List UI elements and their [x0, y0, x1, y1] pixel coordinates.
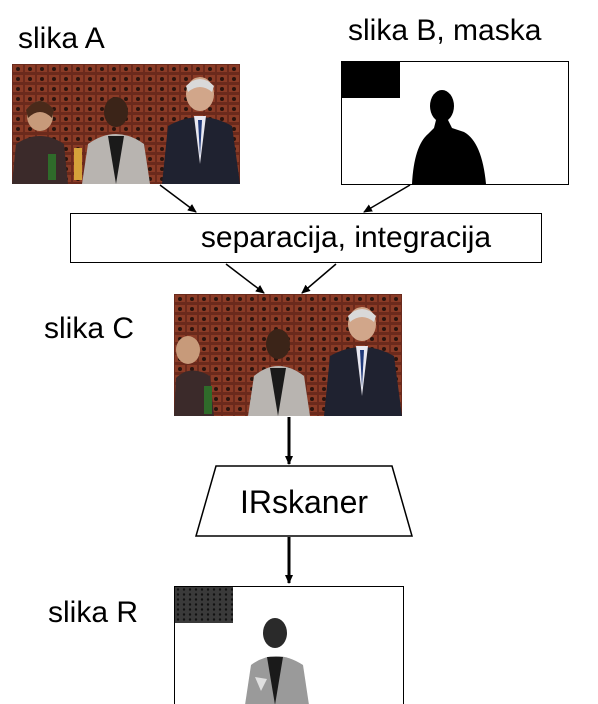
label-slika-a: slika A [18, 22, 105, 55]
arrow-process-to-c-right [301, 263, 337, 294]
arrow-a-to-process [159, 184, 197, 213]
label-slika-c: slika C [44, 312, 135, 345]
image-slika-b-mask [341, 61, 569, 185]
process-separacija-label: separacija, integracija [200, 221, 492, 254]
image-slika-a [12, 64, 240, 184]
process-separacija-integracija: separacija, integracija [70, 213, 542, 263]
arrow-process-to-c-left [225, 263, 265, 294]
image-slika-c [174, 294, 402, 416]
image-slika-r [174, 586, 404, 704]
scanner-label: IRskaner [239, 484, 369, 520]
label-slika-b: slika B, maska [348, 14, 542, 47]
arrow-b-to-process [363, 184, 411, 213]
label-slika-r: slika R [48, 596, 139, 629]
scanner-trapezoid [195, 465, 413, 537]
